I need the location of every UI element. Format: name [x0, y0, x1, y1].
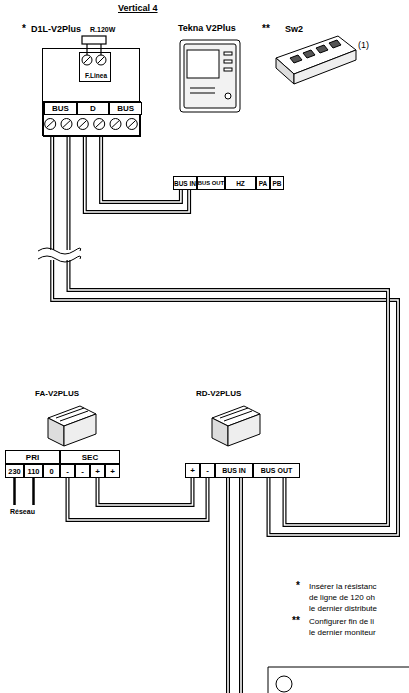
- terminal-label: D: [77, 102, 110, 115]
- wire: [85, 137, 189, 212]
- bus-in-wire: [228, 478, 241, 693]
- footnote-marker: *: [22, 24, 26, 34]
- terminal-label: +: [105, 464, 120, 478]
- wire: [98, 478, 193, 505]
- door-panel-box: D1L-V2PlusF.LineaBUSDBUS: [42, 48, 140, 136]
- terminal-label: +: [90, 464, 105, 478]
- terminal-label: BUS OUT: [197, 176, 225, 190]
- power-terminal-strip: PRISEC2301100--++: [5, 450, 120, 478]
- diagram-title: Vertical 4: [118, 4, 158, 13]
- power-supply-icon: [48, 406, 96, 446]
- footnote-marker: **: [292, 616, 300, 626]
- device-name: F.Linea: [80, 73, 112, 80]
- terminal-label: 110: [24, 464, 43, 478]
- terminal-label: BUS IN: [215, 463, 253, 478]
- cable-break: [38, 248, 81, 262]
- terminal-label: HZ: [225, 176, 256, 190]
- wire: [85, 137, 189, 212]
- device-name: RD-V2PLUS: [196, 390, 241, 398]
- line-end-terminal: F.Linea: [79, 52, 111, 82]
- cable-connector: [52, 137, 398, 535]
- terminal-label: 0: [43, 464, 60, 478]
- wire: [68, 478, 208, 520]
- terminal-label: BUS: [44, 102, 77, 115]
- wire: [98, 478, 193, 505]
- resistor-symbol: [82, 36, 106, 56]
- cable-connector: [68, 478, 208, 520]
- switch-name: Sw2: [285, 25, 303, 34]
- terminal-label: -: [75, 464, 90, 478]
- wire: [52, 137, 398, 535]
- distributor-icon: [212, 406, 260, 446]
- callout-number: (1): [358, 41, 369, 50]
- mains-label: Réseau: [10, 508, 35, 515]
- wire: [68, 478, 208, 520]
- terminal-strip: BUSDBUS: [43, 101, 141, 137]
- note-text: le dernier distribute: [309, 605, 377, 613]
- terminal-label: BUS: [109, 102, 142, 115]
- device-name: Tekna V2Plus: [178, 24, 236, 33]
- monitor-icon: [180, 40, 240, 112]
- note-text: Configurer fin de li: [309, 618, 374, 626]
- terminal-label: 230: [5, 464, 24, 478]
- wire: [101, 137, 181, 202]
- resistor-value: R.120W: [90, 26, 115, 33]
- footnote-marker: **: [262, 24, 270, 34]
- terminal-label: PA: [256, 176, 270, 190]
- terminal-screw: [82, 55, 106, 65]
- footnote-marker: *: [296, 581, 300, 591]
- terminal-label: BUS OUT: [253, 463, 300, 478]
- mains-lead: [15, 478, 34, 505]
- wire: [69, 137, 389, 525]
- wire: [101, 137, 181, 202]
- terminal-label: +: [185, 463, 200, 478]
- cable-connector: [85, 137, 189, 212]
- monitor-terminal-strip: BUS INBUS OUTHZPAPB: [173, 176, 284, 190]
- wire: [52, 137, 398, 535]
- wire: [69, 137, 389, 525]
- terminal-label: -: [200, 463, 215, 478]
- device-name: D1L-V2Plus: [31, 25, 81, 34]
- terminal-screw: [45, 119, 138, 130]
- note-text: Insérer la résistanc: [309, 583, 377, 591]
- terminal-label: -: [60, 464, 75, 478]
- terminal-label: BUS IN: [173, 176, 197, 190]
- distributor-terminal-strip: +-BUS INBUS OUT: [185, 463, 300, 478]
- note-text: le dernier moniteur: [309, 629, 376, 637]
- dip-switch-icon: [276, 36, 356, 84]
- terminal-label: PB: [270, 176, 284, 190]
- terminal-label: PRI: [5, 450, 60, 464]
- note-text: de ligne de 120 oh: [309, 594, 375, 602]
- terminal-label: SEC: [60, 450, 120, 464]
- note-box: [268, 667, 409, 693]
- device-name: FA-V2PLUS: [35, 390, 79, 398]
